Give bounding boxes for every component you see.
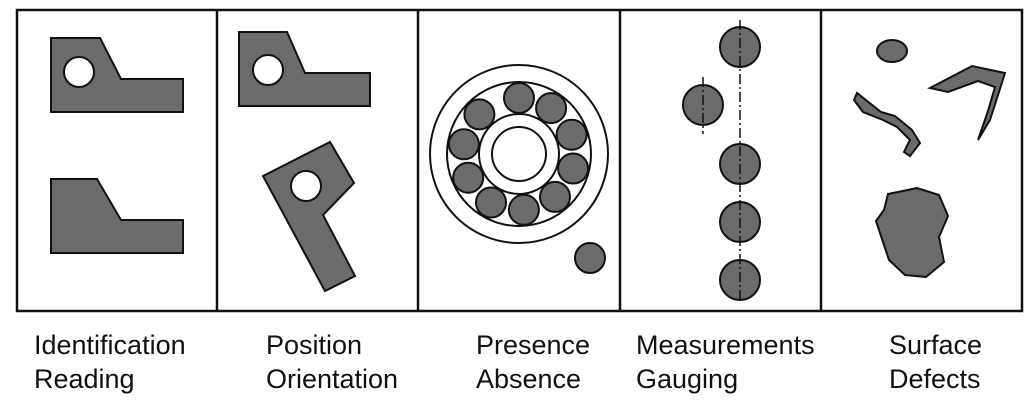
panel-measurements [682,20,761,302]
caption-line: Position [266,330,363,360]
defect-blob [874,186,950,279]
panel-frame [15,8,1024,313]
caption-measurements: Measurements Gauging [636,328,815,396]
panel-position [238,31,371,293]
bearing-outer-ring [429,64,609,244]
bearing-ball [507,193,540,226]
inspection-diagram: .part { fill: #6b6b6b; stroke: #111; str… [15,8,1024,313]
bearing-ball [447,128,480,161]
bearing-ball [503,82,535,114]
panel-surface [852,39,1007,279]
caption-line: Orientation [266,364,399,394]
bearing-ball [539,180,571,213]
defect-crack [852,91,922,158]
caption-surface: Surface Defects [889,328,982,396]
caption-presence: Presence Absence [476,328,590,396]
part-hole [290,170,322,202]
bearing-ball [463,98,496,131]
panel-identification [50,37,184,254]
part-upright [238,31,371,107]
bearing-bore [491,126,547,182]
bearing-inner-race [478,113,560,195]
caption-line: Presence [476,330,591,360]
panel-presence [429,64,609,274]
caption-line: Reading [34,364,135,394]
caption-identification: Identification Reading [34,328,186,396]
defect-scratch [927,64,1007,141]
part-hole [63,56,95,88]
missing-ball [574,242,606,274]
caption-line: Measurements [636,330,815,360]
bearing-ball [555,118,588,151]
caption-position: Position Orientation [266,328,398,396]
caption-line: Defects [889,364,981,394]
defect-spot [876,39,908,63]
caption-line: Surface [889,330,983,360]
bearing-ball [475,186,507,219]
bearing-ball [535,92,568,125]
caption-line: Gauging [636,364,739,394]
bearing-ball [557,152,590,185]
part-without-hole [50,178,184,254]
bearing-balls [447,82,590,226]
bearing-ball [452,161,485,194]
part-with-hole [50,37,184,113]
caption-line: Absence [476,364,582,394]
caption-line: Identification [34,330,186,360]
part-rotated [261,140,357,293]
part-hole [252,54,284,86]
